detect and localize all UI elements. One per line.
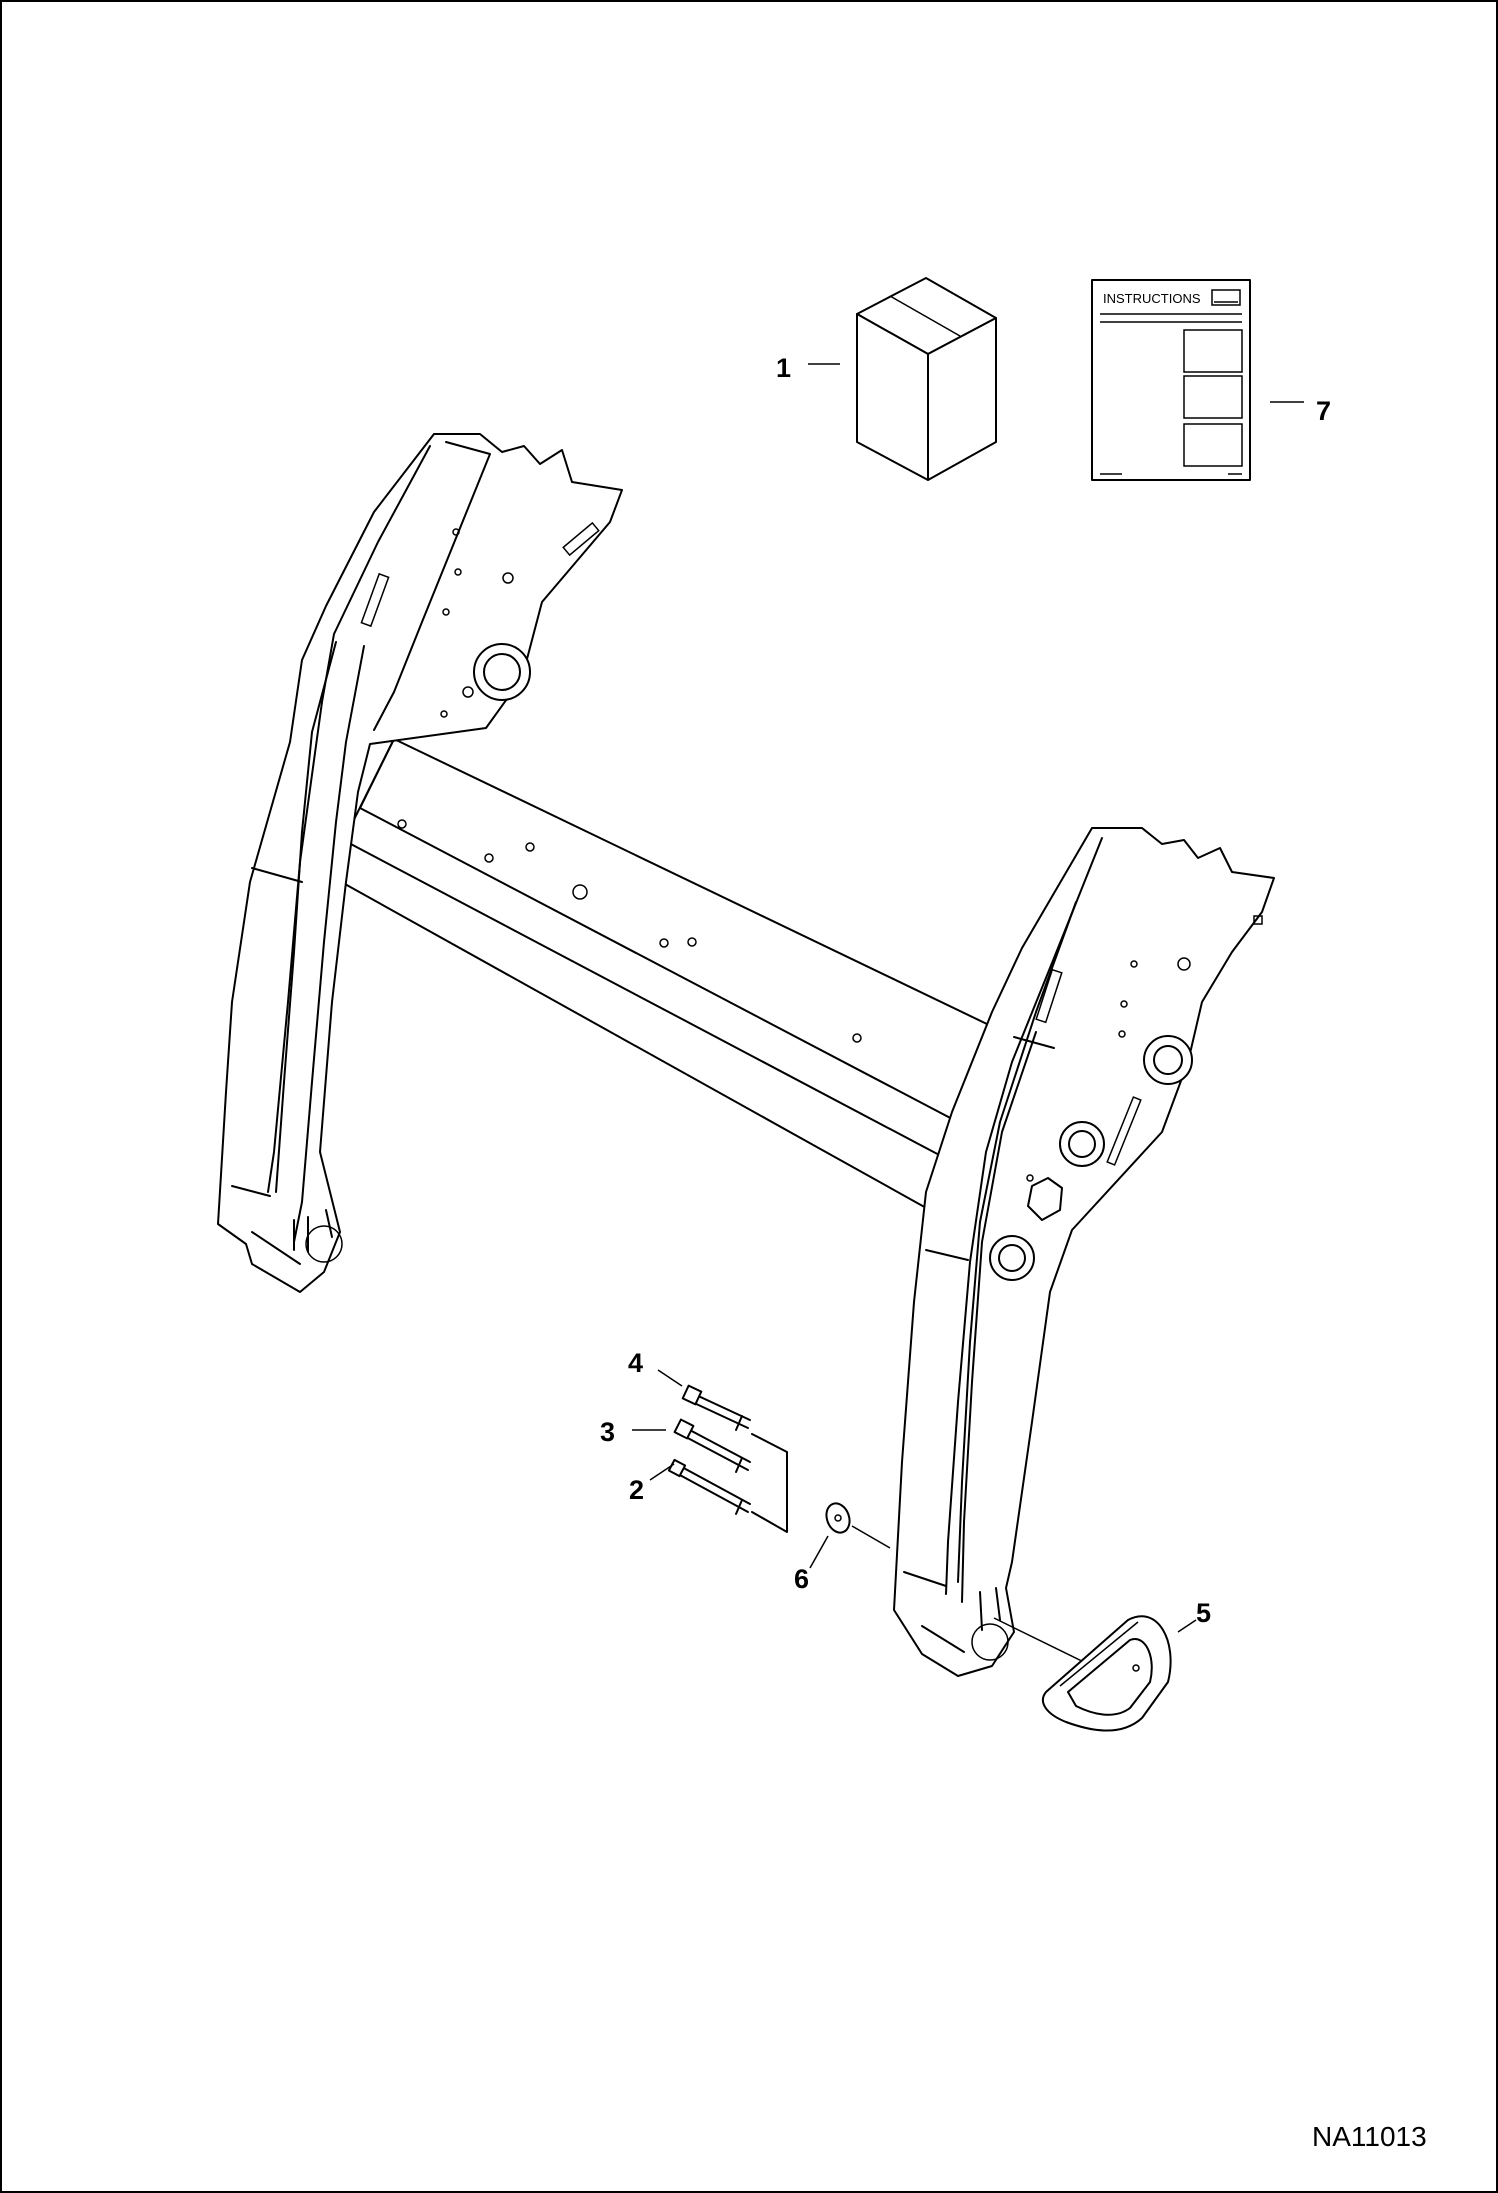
callout-5: 5: [1196, 1598, 1211, 1628]
right-upright: [893, 827, 1275, 1677]
d-ring-handle: [1041, 1615, 1172, 1732]
parts-box: [856, 277, 997, 481]
leader-2: [649, 1463, 675, 1481]
bolt-4: [681, 1384, 751, 1431]
assembly-centerline: [851, 1525, 891, 1549]
callout-7: 7: [1316, 396, 1331, 426]
instructions-sheet: INSTRUCTIONS: [1091, 279, 1251, 481]
assembly-centerline: [993, 1617, 1097, 1669]
callout-2: 2: [629, 1475, 644, 1505]
callout-1: 1: [776, 353, 791, 383]
leader-5: [1177, 1619, 1197, 1633]
leader-4: [657, 1369, 683, 1387]
bolt-3: [673, 1418, 751, 1473]
bolt-bracket-line: [751, 1433, 788, 1533]
instructions-label: INSTRUCTIONS: [1103, 291, 1201, 306]
washer: [825, 1502, 851, 1534]
cross-tube: [326, 738, 1015, 1220]
callout-3: 3: [600, 1417, 615, 1447]
callout-4: 4: [628, 1348, 643, 1378]
figure-id: NA11013: [1312, 2121, 1427, 2152]
callout-6: 6: [794, 1564, 809, 1594]
leader-6: [809, 1535, 829, 1569]
left-upright: [217, 433, 623, 1293]
